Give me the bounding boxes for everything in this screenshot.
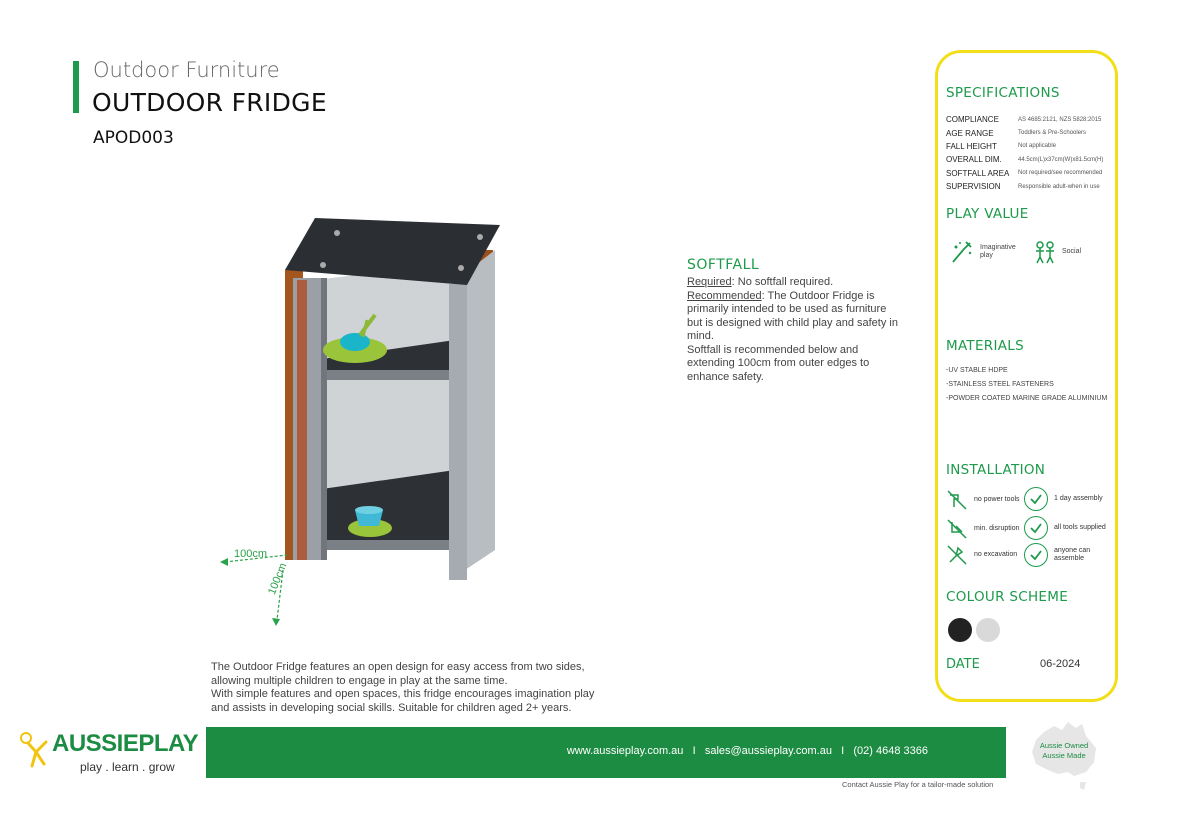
dimension-label-width: 100cm xyxy=(234,548,268,560)
page-title: OUTDOOR FRIDGE xyxy=(92,88,327,117)
installation-heading: INSTALLATION xyxy=(946,462,1046,478)
product-description: The Outdoor Fridge features an open desi… xyxy=(211,661,595,714)
check-icon xyxy=(1024,516,1048,540)
list-item: -UV STABLE HDPE xyxy=(946,367,1008,374)
tailor-made-note: Contact Aussie Play for a tailor-made so… xyxy=(842,780,994,789)
min-disruption-icon xyxy=(947,519,967,539)
softfall-section: SOFTFALL Required: No softfall required.… xyxy=(687,257,902,384)
installation-item: anyone can assemble xyxy=(1024,543,1114,567)
materials-heading: MATERIALS xyxy=(946,338,1024,354)
softfall-recommended: Recommended: The Outdoor Fridge is prima… xyxy=(687,289,898,343)
installation-item: no power tools xyxy=(946,489,1034,511)
no-excavation-icon xyxy=(947,545,967,565)
colour-scheme-heading: COLOUR SCHEME xyxy=(946,589,1069,605)
logo-wordmark: AUSSIEPLAY xyxy=(52,730,199,757)
date-label: DATE xyxy=(946,657,980,672)
email-link[interactable]: sales@aussieplay.com.au xyxy=(704,745,832,757)
specifications-heading: SPECIFICATIONS xyxy=(946,85,1060,101)
colour-swatch-grey xyxy=(976,618,1000,642)
list-item: -POWDER COATED MARINE GRADE ALUMINIUM xyxy=(946,395,1108,402)
softfall-extra: Softfall is recommended below and extend… xyxy=(687,343,870,383)
footer-contact: www.aussieplay.com.au I sales@aussieplay… xyxy=(566,745,928,757)
softfall-required: Required: No softfall required. xyxy=(687,276,834,288)
installation-item: min. disruption xyxy=(946,518,1034,540)
imaginative-play-icon xyxy=(952,241,972,263)
materials-list: -UV STABLE HDPE -STAINLESS STEEL FASTENE… xyxy=(946,367,1107,409)
social-icon xyxy=(1036,241,1054,264)
product-code: APOD003 xyxy=(93,128,174,148)
footer-bar: www.aussieplay.com.au I sales@aussieplay… xyxy=(206,727,1006,778)
installation-item: all tools supplied xyxy=(1024,516,1114,540)
softfall-heading: SOFTFALL xyxy=(687,257,760,273)
check-icon xyxy=(1024,487,1048,511)
play-value-heading: PLAY VALUE xyxy=(946,206,1029,222)
aussie-made-badge: Aussie Owned Aussie Made xyxy=(1039,741,1089,760)
check-icon xyxy=(1024,543,1048,567)
spec-row: OVERALL DIM.44.5cm(L)x37cm(W)x81.5cm(H) xyxy=(946,155,1104,165)
list-item: -STAINLESS STEEL FASTENERS xyxy=(946,381,1054,388)
aussie-play-logo: AUSSIEPLAY play . learn . grow xyxy=(16,730,206,780)
installation-item: 1 day assembly xyxy=(1024,487,1114,511)
accent-bar xyxy=(73,61,79,113)
play-value-social: Social xyxy=(1032,239,1102,265)
phone-number[interactable]: (02) 4648 3366 xyxy=(853,745,928,757)
logo-tagline: play . learn . grow xyxy=(80,760,175,774)
website-link[interactable]: www.aussieplay.com.au xyxy=(566,745,684,757)
colour-swatch-black xyxy=(948,618,972,642)
product-category: Outdoor Furniture xyxy=(93,58,280,82)
australia-map-icon xyxy=(1032,722,1096,790)
date-value: 06-2024 xyxy=(1040,658,1081,670)
child-figure-icon xyxy=(20,732,48,768)
no-power-tools-icon xyxy=(947,490,967,510)
play-value-imaginative: Imaginative play xyxy=(950,239,1020,265)
installation-item: no excavation xyxy=(946,544,1034,566)
product-image xyxy=(220,218,500,626)
